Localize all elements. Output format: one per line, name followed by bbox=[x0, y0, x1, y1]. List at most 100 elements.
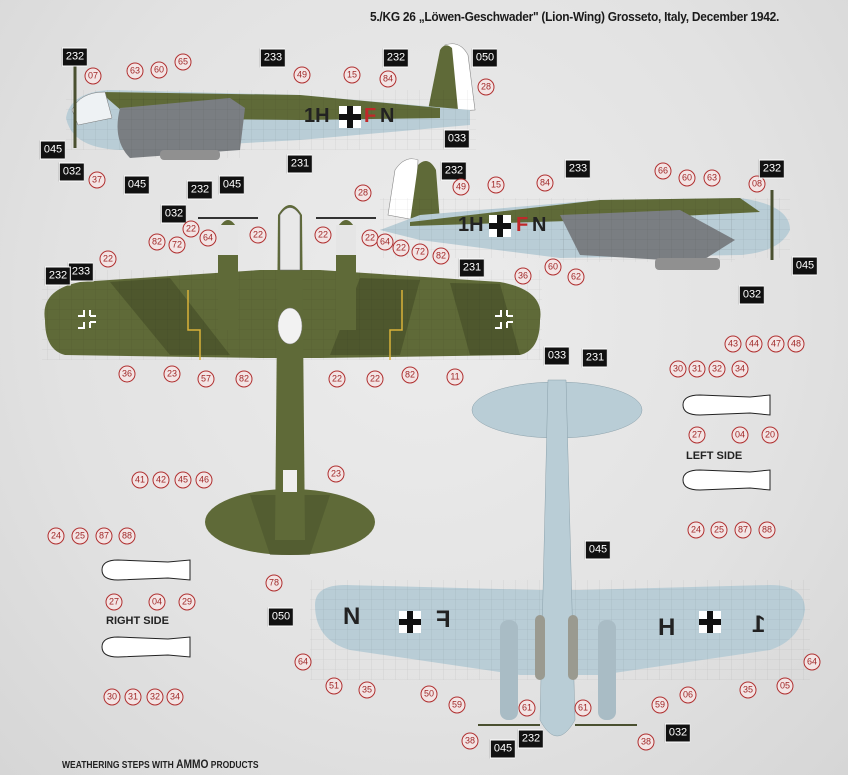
reference-callout: 44 bbox=[745, 335, 763, 353]
reference-callout: 31 bbox=[124, 688, 142, 706]
reference-callout: 62 bbox=[567, 268, 585, 286]
underwing-letter: N bbox=[343, 603, 361, 630]
reference-callout: 25 bbox=[71, 527, 89, 545]
reference-callout: 30 bbox=[669, 360, 687, 378]
reference-callout: 72 bbox=[411, 243, 429, 261]
paint-code-label: 045 bbox=[123, 175, 151, 195]
reference-callout: 32 bbox=[146, 688, 164, 706]
reference-callout: 07 bbox=[84, 67, 102, 85]
reference-callout: 06 bbox=[679, 686, 697, 704]
paint-code-label: 231 bbox=[581, 348, 609, 368]
reference-callout: 64 bbox=[376, 233, 394, 251]
reference-callout: 38 bbox=[637, 733, 655, 751]
reference-callout: 51 bbox=[325, 677, 343, 695]
reference-callout: 84 bbox=[379, 70, 397, 88]
reference-callout: 24 bbox=[47, 527, 65, 545]
reference-callout: 34 bbox=[166, 688, 184, 706]
reference-callout: 64 bbox=[294, 653, 312, 671]
reference-callout: 22 bbox=[182, 220, 200, 238]
fuselage-code-staffel: N bbox=[532, 214, 547, 236]
bomb-diagrams bbox=[101, 394, 771, 658]
fuselage-code-individual: F bbox=[364, 105, 377, 127]
reference-callout: 27 bbox=[105, 593, 123, 611]
reference-callout: 22 bbox=[249, 226, 267, 244]
underwing-letter: F bbox=[436, 606, 451, 633]
reference-callout: 50 bbox=[420, 685, 438, 703]
reference-callout: 57 bbox=[197, 370, 215, 388]
paint-code-label: 233 bbox=[564, 159, 592, 179]
reference-callout: 04 bbox=[731, 426, 749, 444]
paint-code-label: 232 bbox=[440, 161, 468, 181]
reference-callout: 61 bbox=[518, 699, 536, 717]
paint-code-label: 045 bbox=[39, 140, 67, 160]
reference-callout: 46 bbox=[195, 471, 213, 489]
reference-callout: 82 bbox=[148, 233, 166, 251]
fuselage-code-individual: F bbox=[516, 214, 529, 236]
reference-callout: 88 bbox=[758, 521, 776, 539]
paint-code-label: 045 bbox=[584, 540, 612, 560]
reference-callout: 60 bbox=[678, 169, 696, 187]
paint-code-label: 032 bbox=[58, 162, 86, 182]
side-view-port bbox=[66, 43, 476, 160]
reference-callout: 43 bbox=[724, 335, 742, 353]
reference-callout: 22 bbox=[392, 239, 410, 257]
fuselage-code-prefix: 1H bbox=[304, 105, 330, 127]
paint-code-label: 231 bbox=[458, 258, 486, 278]
reference-callout: 27 bbox=[688, 426, 706, 444]
reference-callout: 22 bbox=[314, 226, 332, 244]
reference-callout: 47 bbox=[767, 335, 785, 353]
paint-code-label: 050 bbox=[471, 48, 499, 68]
bottom-view bbox=[310, 379, 810, 737]
paint-code-label: 231 bbox=[286, 154, 314, 174]
reference-callout: 59 bbox=[651, 696, 669, 714]
reference-callout: 66 bbox=[654, 162, 672, 180]
side-view-starboard bbox=[380, 158, 790, 270]
reference-callout: 42 bbox=[152, 471, 170, 489]
reference-callout: 82 bbox=[432, 247, 450, 265]
reference-callout: 05 bbox=[776, 677, 794, 695]
paint-code-label: 050 bbox=[267, 607, 295, 627]
footer-suffix: PRODUCTS bbox=[210, 760, 259, 771]
reference-callout: 64 bbox=[803, 653, 821, 671]
reference-callout: 04 bbox=[148, 593, 166, 611]
reference-callout: 28 bbox=[477, 78, 495, 96]
reference-callout: 49 bbox=[293, 66, 311, 84]
paint-code-label: 033 bbox=[543, 346, 571, 366]
reference-callout: 08 bbox=[748, 175, 766, 193]
reference-callout: 34 bbox=[731, 360, 749, 378]
reference-callout: 87 bbox=[95, 527, 113, 545]
reference-callout: 48 bbox=[787, 335, 805, 353]
reference-callout: 24 bbox=[687, 521, 705, 539]
reference-callout: 20 bbox=[761, 426, 779, 444]
reference-callout: 36 bbox=[514, 267, 532, 285]
fuselage-code-staffel: N bbox=[380, 105, 395, 127]
reference-callout: 49 bbox=[452, 178, 470, 196]
reference-callout: 38 bbox=[461, 732, 479, 750]
reference-callout: 88 bbox=[118, 527, 136, 545]
footer-brand: AMMO bbox=[176, 757, 209, 771]
paint-code-label: 232 bbox=[758, 159, 786, 179]
reference-callout: 15 bbox=[343, 66, 361, 84]
reference-callout: 61 bbox=[574, 699, 592, 717]
reference-callout: 60 bbox=[150, 61, 168, 79]
fuselage-code-prefix: 1H bbox=[458, 214, 484, 236]
reference-callout: 22 bbox=[99, 250, 117, 268]
reference-callout: 59 bbox=[448, 696, 466, 714]
bomb-right-side-label: RIGHT SIDE bbox=[106, 615, 169, 627]
reference-callout: 29 bbox=[178, 593, 196, 611]
reference-callout: 78 bbox=[265, 574, 283, 592]
paint-code-label: 045 bbox=[218, 175, 246, 195]
reference-callout: 30 bbox=[103, 688, 121, 706]
page-title: 5./KG 26 „Löwen-Geschwader" (Lion-Wing) … bbox=[370, 9, 780, 24]
paint-code-label: 045 bbox=[489, 739, 517, 759]
reference-callout: 32 bbox=[708, 360, 726, 378]
reference-callout: 64 bbox=[199, 229, 217, 247]
paint-code-label: 232 bbox=[61, 47, 89, 67]
paint-code-label: 032 bbox=[160, 204, 188, 224]
paint-code-label: 233 bbox=[259, 48, 287, 68]
reference-callout: 23 bbox=[163, 365, 181, 383]
bomb-left-side-label: LEFT SIDE bbox=[686, 450, 743, 462]
paint-code-label: 032 bbox=[664, 723, 692, 743]
reference-callout: 23 bbox=[327, 465, 345, 483]
